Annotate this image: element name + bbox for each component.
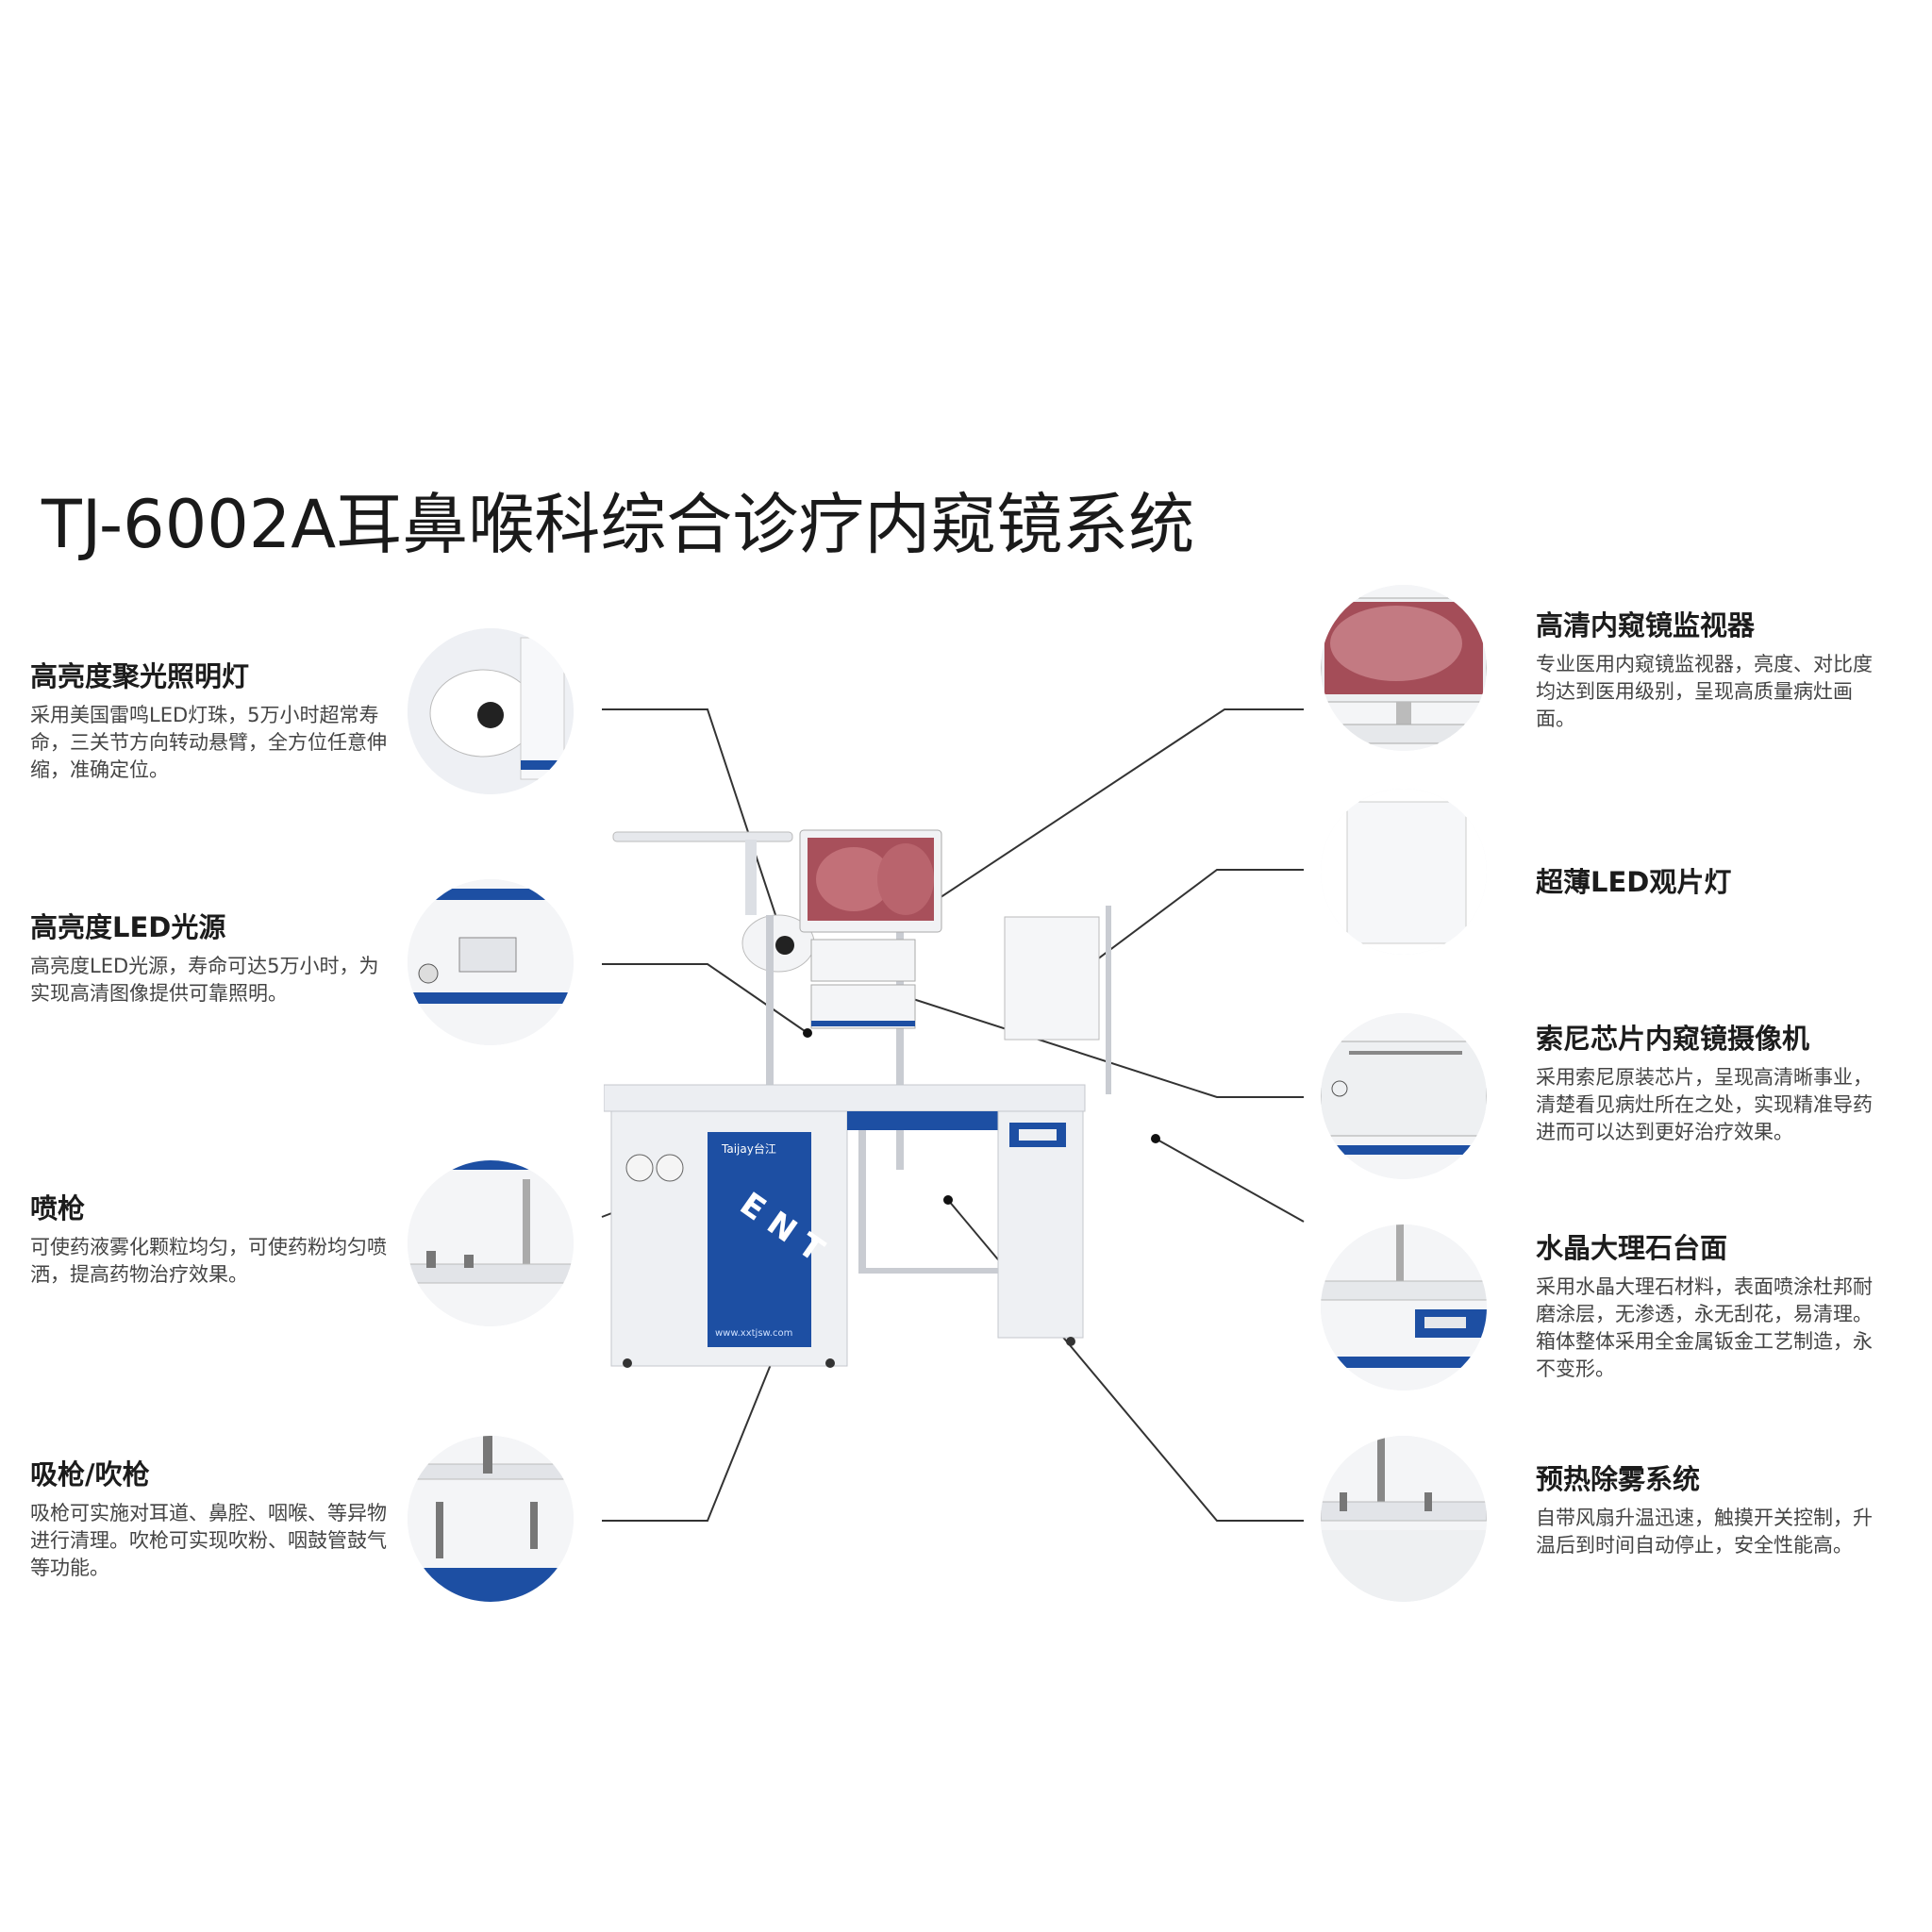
spray-gun-icon xyxy=(408,1160,574,1326)
feature-title: 吸枪/吹枪 xyxy=(30,1458,150,1491)
feature-desc: 采用美国雷鸣LED灯珠，5万小时超常寿命，三关节方向转动悬臂，全方位任意伸缩，准… xyxy=(30,704,387,781)
feature-marble-counter: 水晶大理石台面 采用水晶大理石材料，表面喷涂杜邦耐磨涂层，无渗透，永无刮花，易清… xyxy=(1536,1226,1885,1383)
feature-led-source: 高亮度LED光源 高亮度LED光源，寿命可达5万小时，为实现高清图像提供可靠照明… xyxy=(30,906,389,1008)
film-viewer-icon xyxy=(1321,789,1487,955)
feature-title: 高清内窥镜监视器 xyxy=(1536,609,1756,641)
machine-website: www.xxtjsw.com xyxy=(715,1328,792,1339)
led-light-source-icon xyxy=(408,879,574,1045)
feature-film-viewer: 超薄LED观片灯 xyxy=(1536,860,1885,908)
camera-unit-icon xyxy=(1321,1013,1487,1179)
feature-desc: 可使药液雾化颗粒均匀，可使药粉均匀喷洒，提高药物治疗效果。 xyxy=(30,1236,387,1286)
feature-title: 超薄LED观片灯 xyxy=(1536,866,1732,898)
feature-title: 喷枪 xyxy=(30,1192,86,1224)
feature-title: 索尼芯片内窥镜摄像机 xyxy=(1536,1023,1810,1055)
feature-exam-lamp: 高亮度聚光照明灯 采用美国雷鸣LED灯珠，5万小时超常寿命，三关节方向转动悬臂，… xyxy=(30,655,389,784)
feature-preheat-defog: 预热除雾系统 自带风扇升温迅速，触摸开关控制，升温后到时间自动停止，安全性能高。 xyxy=(1536,1457,1885,1559)
ent-treatment-unit-image: Taijay台江 E N T www.xxtjsw.com xyxy=(604,829,1111,1368)
feature-monitor: 高清内窥镜监视器 专业医用内窥镜监视器，亮度、对比度均达到医用级别，呈现高质量病… xyxy=(1536,604,1885,733)
feature-desc: 采用水晶大理石材料，表面喷涂杜邦耐磨涂层，无渗透，永无刮花，易清理。箱体整体采用… xyxy=(1536,1275,1873,1380)
feature-title: 高亮度聚光照明灯 xyxy=(30,660,250,692)
feature-desc: 专业医用内窥镜监视器，亮度、对比度均达到医用级别，呈现高质量病灶画面。 xyxy=(1536,653,1873,730)
monitor-icon xyxy=(1321,585,1487,751)
feature-desc: 采用索尼原装芯片，呈现高清晰事业，清楚看见病灶所在之处，实现精准导药进而可以达到… xyxy=(1536,1066,1873,1143)
machine-brand: Taijay台江 xyxy=(721,1141,776,1156)
feature-title: 预热除雾系统 xyxy=(1536,1463,1701,1495)
feature-desc: 吸枪可实施对耳道、鼻腔、咽喉、等异物进行清理。吹枪可实现吹粉、咽鼓管鼓气等功能。 xyxy=(30,1502,387,1579)
exam-lamp-icon xyxy=(408,628,574,794)
preheat-defog-icon xyxy=(1321,1436,1487,1602)
feature-desc: 高亮度LED光源，寿命可达5万小时，为实现高清图像提供可靠照明。 xyxy=(30,955,379,1005)
suction-gun-icon xyxy=(408,1436,574,1602)
page-title: TJ-6002A耳鼻喉科综合诊疗内窥镜系统 xyxy=(42,486,1195,563)
feature-desc: 自带风扇升温迅速，触摸开关控制，升温后到时间自动停止，安全性能高。 xyxy=(1536,1507,1873,1557)
feature-title: 水晶大理石台面 xyxy=(1536,1232,1728,1264)
marble-counter-icon xyxy=(1321,1224,1487,1391)
feature-title: 高亮度LED光源 xyxy=(30,911,226,943)
feature-suction-gun: 吸枪/吹枪 吸枪可实施对耳道、鼻腔、咽喉、等异物进行清理。吹枪可实现吹粉、咽鼓管… xyxy=(30,1453,389,1582)
feature-camera-unit: 索尼芯片内窥镜摄像机 采用索尼原装芯片，呈现高清晰事业，清楚看见病灶所在之处，实… xyxy=(1536,1017,1885,1146)
feature-spray-gun: 喷枪 可使药液雾化颗粒均匀，可使药粉均匀喷洒，提高药物治疗效果。 xyxy=(30,1187,389,1289)
